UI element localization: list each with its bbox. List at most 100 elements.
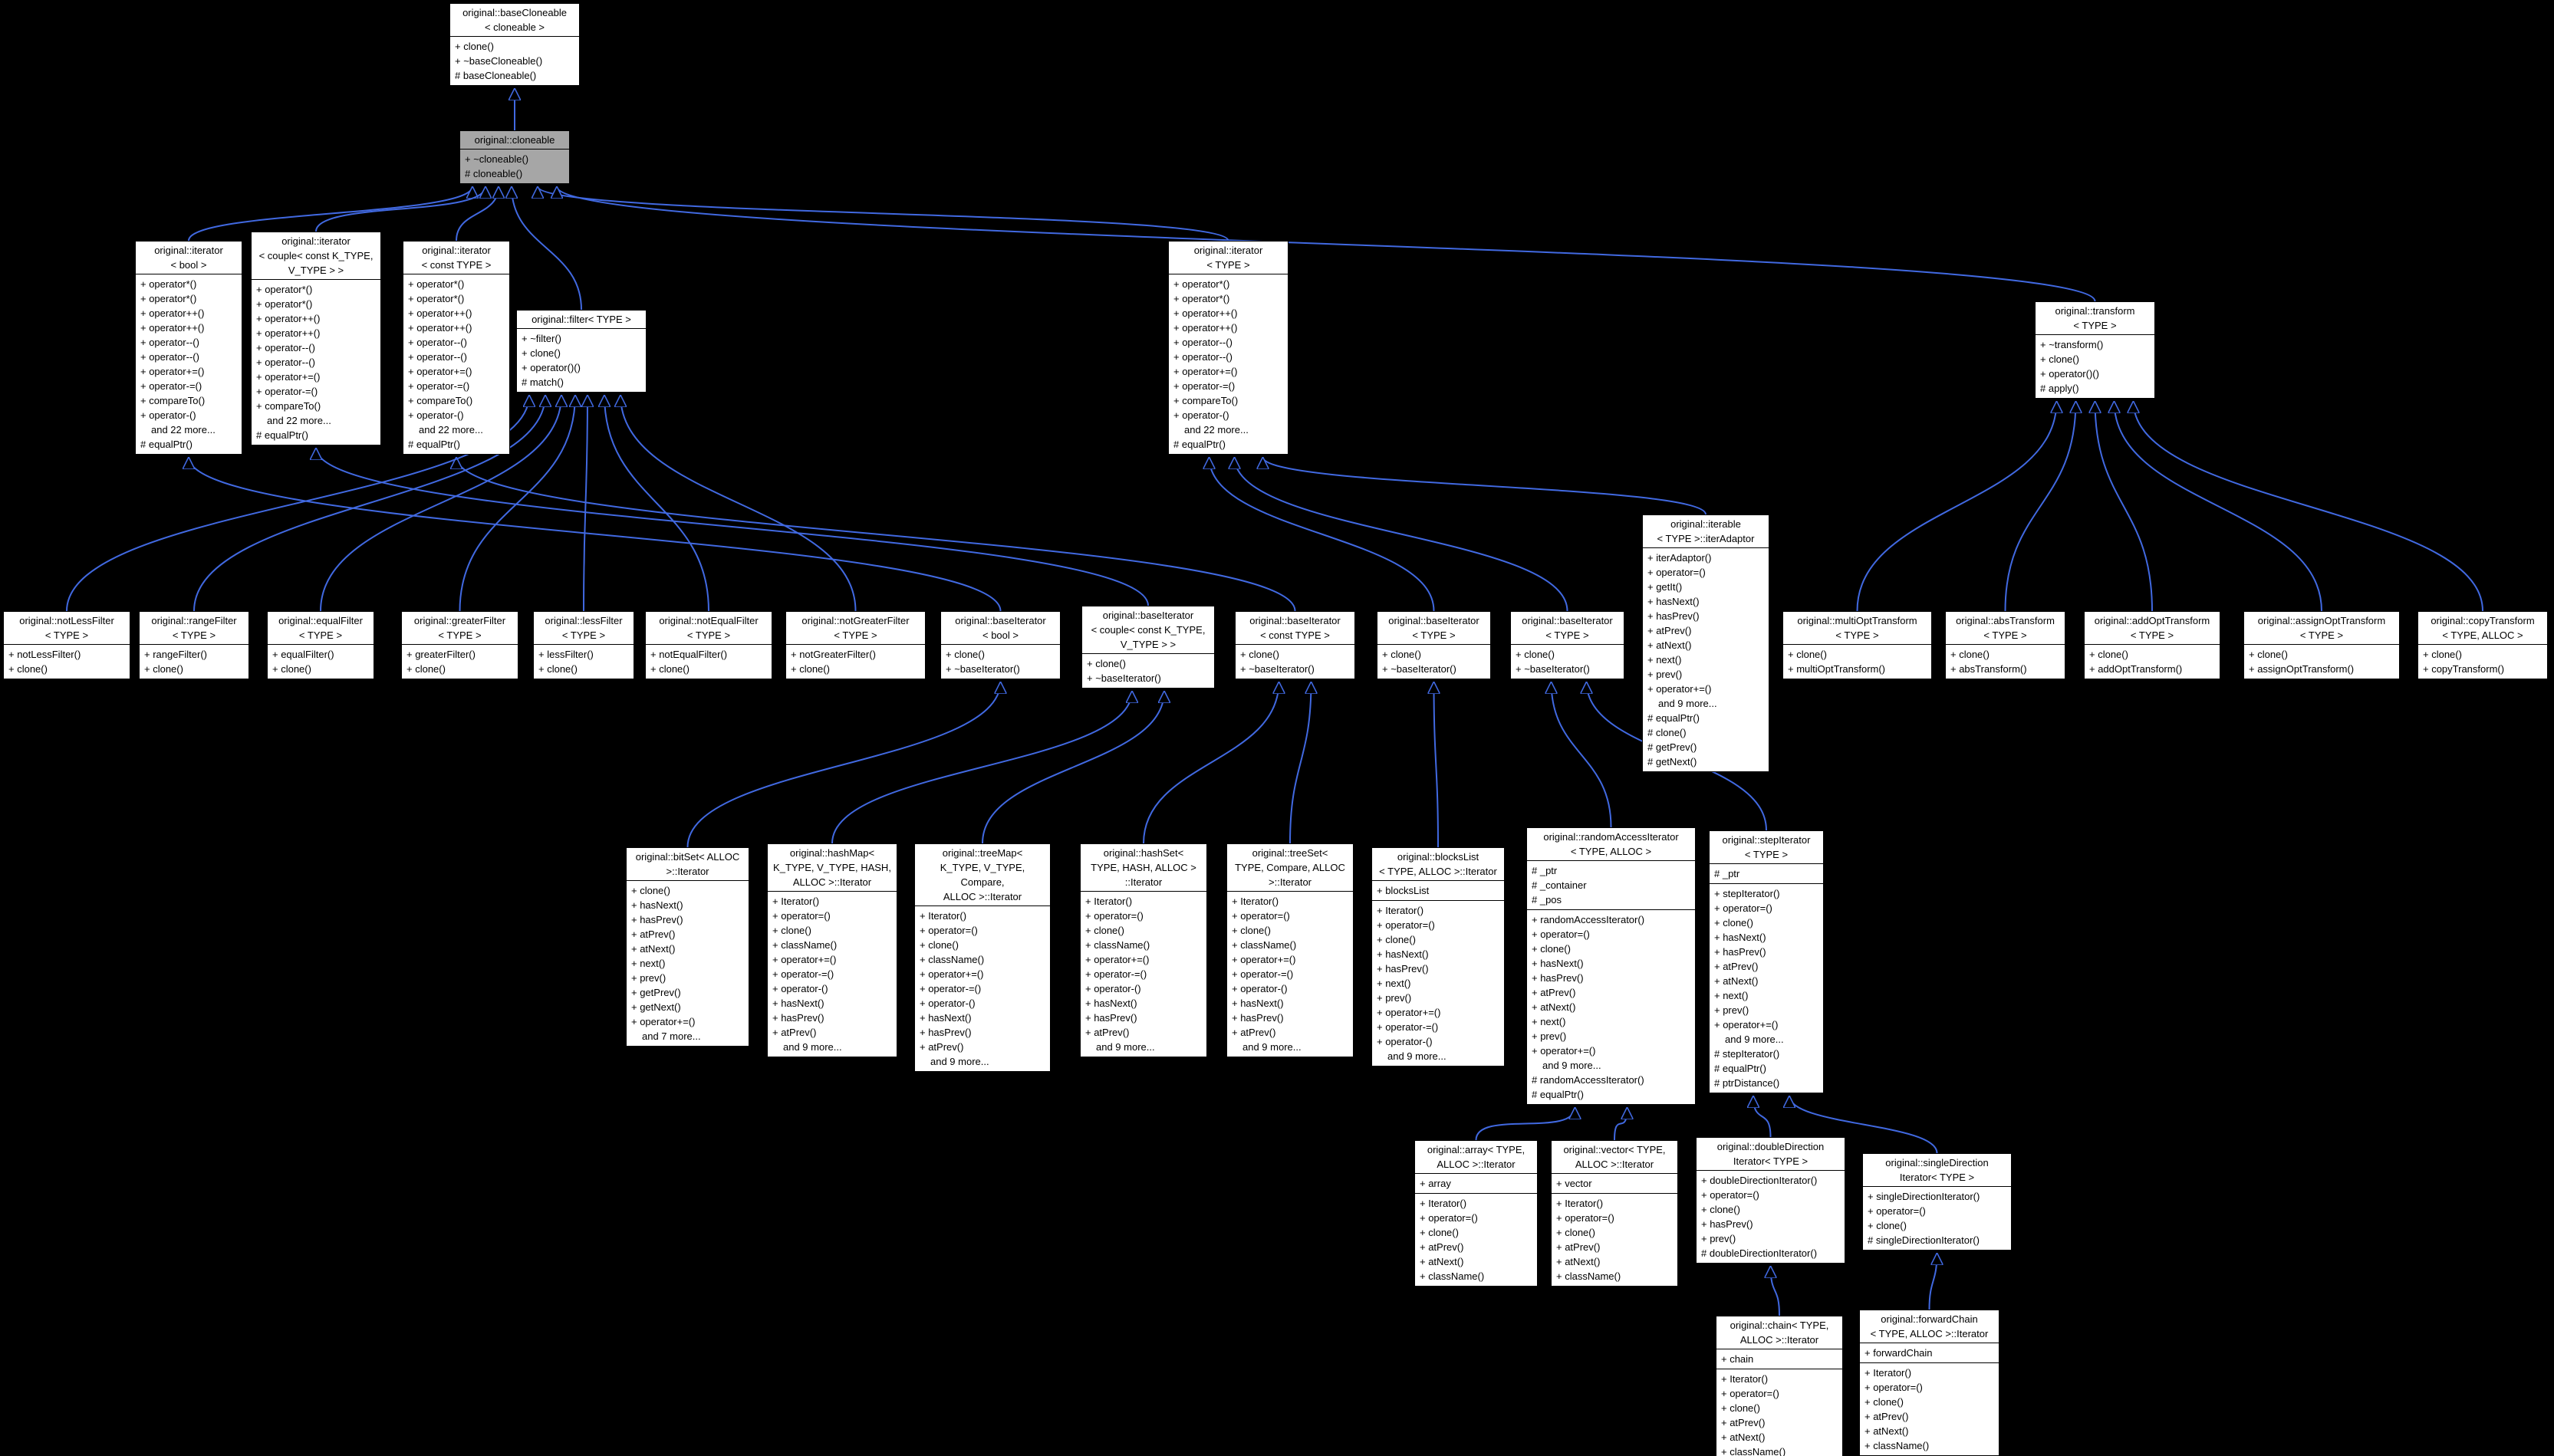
class-member: + operator*() — [256, 298, 313, 310]
class-node-randomAccessIterator[interactable]: original::randomAccessIterator< TYPE, AL… — [1526, 827, 1696, 1105]
class-node-cloneable[interactable]: original::cloneable+ ~cloneable()# clone… — [459, 130, 570, 184]
class-members-section: + notGreaterFilter()+ clone() — [786, 645, 925, 679]
class-member: and 22 more... — [151, 424, 216, 435]
class-node-treeMapIt[interactable]: original::treeMap<K_TYPE, V_TYPE, Compar… — [914, 843, 1051, 1072]
class-member: + prev() — [1377, 992, 1412, 1004]
class-node-hashMapIt[interactable]: original::hashMap<K_TYPE, V_TYPE, HASH,A… — [767, 843, 897, 1057]
class-member: + singleDirectionIterator() — [1868, 1191, 1980, 1202]
class-node-iterAdaptor[interactable]: original::iterable< TYPE >::iterAdaptor+… — [1642, 514, 1769, 772]
class-node-transform[interactable]: original::transform< TYPE >+ ~transform(… — [2035, 301, 2155, 399]
class-title-line: original::lessFilter — [545, 615, 623, 626]
class-members-section: + notEqualFilter()+ clone() — [646, 645, 772, 679]
class-node-bitSetIt[interactable]: original::bitSet< ALLOC>::Iterator+ clon… — [626, 847, 749, 1047]
class-member: + operator++() — [1173, 322, 1238, 334]
class-member: + compareTo() — [1173, 395, 1239, 406]
inheritance-edge-greaterFilter-to-filter — [459, 395, 576, 612]
class-node-copyTransform[interactable]: original::copyTransform< TYPE, ALLOC >+ … — [2417, 611, 2548, 679]
class-title-line: original::greaterFilter — [413, 615, 506, 626]
class-title-line: original::transform — [2055, 305, 2135, 317]
class-title: original::transform< TYPE > — [2036, 302, 2154, 335]
inheritance-edge-hashMapIt-to-bi_couple — [831, 691, 1132, 844]
class-member: + doubleDirectionIterator() — [1701, 1175, 1818, 1186]
class-member: # clone() — [1647, 727, 1687, 738]
class-title-line: < TYPE, ALLOC > — [1570, 846, 1652, 857]
class-member: + operator-=() — [140, 380, 202, 392]
class-title-line: < couple< const K_TYPE, — [258, 250, 374, 261]
class-node-vectorIt[interactable]: original::vector< TYPE,ALLOC >::Iterator… — [1551, 1140, 1678, 1287]
class-node-arrayIt[interactable]: original::array< TYPE,ALLOC >::Iterator+… — [1414, 1140, 1538, 1287]
class-member: + operator++() — [256, 313, 321, 324]
class-members-section: + notLessFilter()+ clone() — [4, 645, 130, 679]
class-member: + atPrev() — [1232, 1027, 1276, 1038]
class-member: + hasNext() — [920, 1012, 972, 1024]
class-title: original::stepIterator< TYPE > — [1710, 831, 1823, 864]
class-node-bi_T2[interactable]: original::baseIterator< TYPE >+ clone()+… — [1510, 611, 1624, 679]
class-member: + hasNext() — [1647, 596, 1700, 607]
class-node-treeSetIt[interactable]: original::treeSet<TYPE, Compare, ALLOC>:… — [1226, 843, 1354, 1057]
class-title-line: original::iterator — [1193, 245, 1263, 256]
class-node-filter[interactable]: original::filter< TYPE >+ ~filter()+ clo… — [516, 310, 647, 393]
class-node-bi_bool[interactable]: original::baseIterator< bool >+ clone()+… — [940, 611, 1061, 679]
class-title-line: original::addOptTransform — [2094, 615, 2210, 626]
class-member: # ptrDistance() — [1714, 1077, 1780, 1089]
class-node-stepIterator[interactable]: original::stepIterator< TYPE ># _ptr+ st… — [1709, 830, 1824, 1093]
class-title: original::forwardChain< TYPE, ALLOC >::I… — [1860, 1310, 1999, 1343]
class-member: + Iterator() — [1864, 1367, 1912, 1379]
class-node-it_constT[interactable]: original::iterator< const TYPE >+ operat… — [403, 241, 510, 455]
class-node-notEqualFilter[interactable]: original::notEqualFilter< TYPE >+ notEqu… — [645, 611, 772, 679]
class-member: + clone() — [1721, 1402, 1760, 1414]
class-node-forwardChainIt[interactable]: original::forwardChain< TYPE, ALLOC >::I… — [1859, 1310, 1999, 1456]
class-members-section: + clone()+ addOptTransform() — [2085, 645, 2220, 679]
class-member: + operator--() — [408, 337, 467, 348]
class-title: original::notGreaterFilter< TYPE > — [786, 612, 925, 645]
class-members-section: # _ptr# _container# _pos — [1527, 861, 1695, 909]
class-title-line: ALLOC >::Iterator — [792, 876, 872, 888]
class-node-baseCloneable[interactable]: original::baseCloneable< cloneable >+ cl… — [449, 3, 580, 86]
class-node-rangeFilter[interactable]: original::rangeFilter< TYPE >+ rangeFilt… — [139, 611, 249, 679]
class-member: + atPrev() — [1647, 625, 1692, 636]
class-node-lessFilter[interactable]: original::lessFilter< TYPE >+ lessFilter… — [533, 611, 634, 679]
class-title-line: TYPE, HASH, ALLOC > — [1091, 862, 1196, 873]
class-members-section: + Iterator()+ operator=()+ clone()+ clas… — [915, 906, 1050, 1071]
class-node-assignOptTransform[interactable]: original::assignOptTransform< TYPE >+ cl… — [2243, 611, 2400, 679]
class-node-blocksListIt[interactable]: original::blocksList< TYPE, ALLOC >::Ite… — [1371, 847, 1505, 1067]
class-node-absTransform[interactable]: original::absTransform< TYPE >+ clone()+… — [1945, 611, 2065, 679]
class-member: + atNext() — [1647, 639, 1692, 651]
class-node-multiOptTransform[interactable]: original::multiOptTransform< TYPE >+ clo… — [1782, 611, 1932, 679]
class-title-line: Iterator< TYPE > — [1899, 1172, 1975, 1183]
class-node-addOptTransform[interactable]: original::addOptTransform< TYPE >+ clone… — [2084, 611, 2220, 679]
class-member: + hasPrev() — [1714, 946, 1766, 958]
class-title-line: original::baseIterator — [1522, 615, 1613, 626]
class-member: + multiOptTransform() — [1788, 663, 1886, 675]
class-node-notGreaterFilter[interactable]: original::notGreaterFilter< TYPE >+ notG… — [785, 611, 926, 679]
class-members-section: + array — [1415, 1174, 1537, 1193]
class-node-notLessFilter[interactable]: original::notLessFilter< TYPE >+ notLess… — [3, 611, 130, 679]
class-member: + chain — [1721, 1353, 1754, 1365]
class-member: + ~baseIterator() — [1516, 663, 1590, 675]
class-member: + operator--() — [140, 337, 199, 348]
class-node-equalFilter[interactable]: original::equalFilter< TYPE >+ equalFilt… — [267, 611, 374, 679]
class-member: + atPrev() — [1556, 1241, 1601, 1253]
class-node-bi_couple[interactable]: original::baseIterator< couple< const K_… — [1081, 606, 1215, 689]
class-node-it_T[interactable]: original::iterator< TYPE >+ operator*()+… — [1168, 241, 1289, 455]
class-node-chainIt[interactable]: original::chain< TYPE,ALLOC >::Iterator+… — [1716, 1316, 1843, 1456]
class-node-bi_T1[interactable]: original::baseIterator< TYPE >+ clone()+… — [1377, 611, 1491, 679]
class-member: + prev() — [1647, 669, 1683, 680]
class-node-it_couple[interactable]: original::iterator< couple< const K_TYPE… — [251, 232, 381, 445]
class-node-bi_constT[interactable]: original::baseIterator< const TYPE >+ cl… — [1235, 611, 1355, 679]
class-member: + operator*() — [408, 293, 465, 304]
class-member: + clone() — [2040, 353, 2079, 365]
class-member: + Iterator() — [1377, 905, 1424, 916]
class-node-hashSetIt[interactable]: original::hashSet<TYPE, HASH, ALLOC >::I… — [1080, 843, 1207, 1057]
class-title-line: < TYPE > — [1983, 629, 2027, 641]
class-members-section: + Iterator()+ operator=()+ clone()+ atPr… — [1860, 1362, 1999, 1455]
class-member: + operator=() — [1085, 910, 1144, 922]
class-member: + operator+=() — [408, 366, 472, 377]
class-member: + hasPrev() — [1701, 1218, 1753, 1230]
class-node-greaterFilter[interactable]: original::greaterFilter< TYPE >+ greater… — [401, 611, 518, 679]
class-member: + clone() — [1377, 934, 1416, 945]
class-node-it_bool[interactable]: original::iterator< bool >+ operator*()+… — [135, 241, 242, 455]
inheritance-edge-randomAccessIterator-to-bi_T2 — [1552, 682, 1612, 828]
